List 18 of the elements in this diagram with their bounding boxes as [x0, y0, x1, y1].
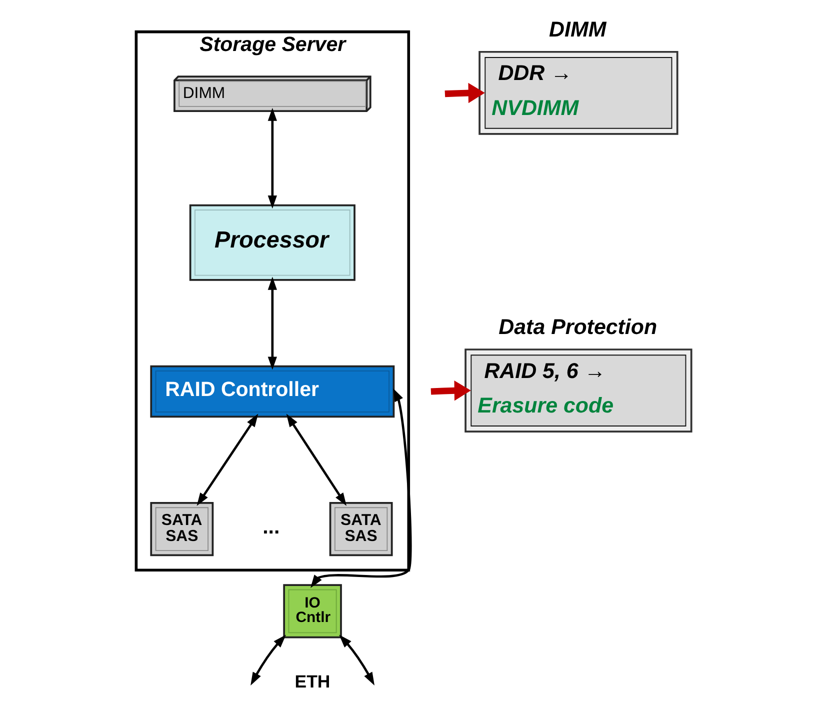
- node-label: Data Protection: [498, 315, 658, 340]
- arrow: [444, 82, 485, 104]
- node-label: DIMM: [549, 17, 606, 42]
- arrow: [196, 414, 258, 506]
- arrow: [250, 634, 286, 686]
- node-box: IO Cntlr: [283, 584, 342, 638]
- node-box: RAID Controller: [150, 365, 395, 418]
- label: ...: [262, 515, 280, 538]
- arrow: [268, 108, 277, 209]
- node-box: SATA SAS: [150, 502, 214, 556]
- arrow: [286, 414, 347, 506]
- node-box: Processor: [189, 204, 356, 281]
- arrow: [310, 388, 412, 588]
- arrow: [430, 380, 471, 401]
- node-box: SATA SAS: [329, 502, 393, 556]
- arrow: [268, 276, 277, 370]
- arrow: [339, 634, 375, 686]
- label: ETH: [294, 671, 330, 692]
